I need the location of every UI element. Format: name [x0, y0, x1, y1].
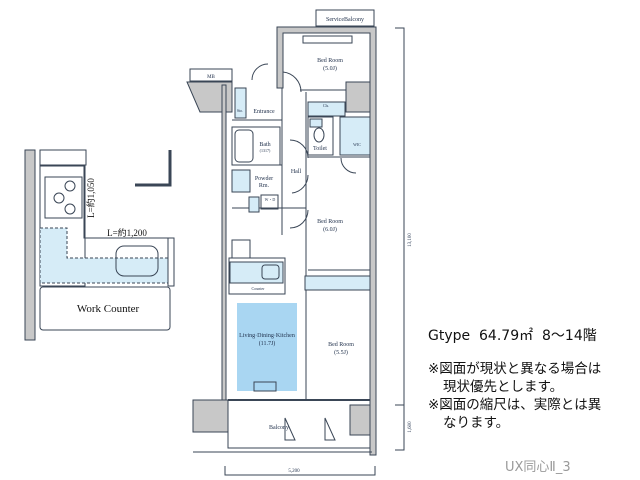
work-counter-label: Work Counter [77, 303, 140, 315]
label-wic: WIC [353, 142, 361, 147]
label-hall: Hall [291, 169, 302, 175]
dimension-lines [224, 27, 405, 476]
dimension-depth: 13,100 [408, 233, 413, 247]
service-balcony [315, 9, 375, 27]
stove-icon [231, 239, 251, 259]
label-ldk: Living·Dining·Kitchen [239, 333, 295, 339]
burner-icon [53, 192, 65, 204]
closet [307, 101, 346, 117]
label-toilet: Toilet [313, 146, 327, 152]
kitchen-detail [24, 149, 175, 341]
bath-room [231, 126, 281, 166]
label-counter: Counter [252, 286, 266, 291]
toilet-room [307, 116, 334, 156]
label-bedroom3: Bed Room [328, 342, 354, 348]
note-line: ※図面の縮尺は、実際とは異 [428, 397, 602, 413]
unit-type-area-floors: Gtype 64.79㎡ 8～14階 [428, 328, 597, 344]
counter-length-label: L=約1,200 [107, 227, 147, 238]
label-bath-size: (1317) [260, 148, 271, 153]
sink-icon [261, 264, 280, 280]
label-bedroom1: Bed Room [317, 58, 343, 64]
washer-space [260, 194, 279, 210]
sink-icon [115, 245, 159, 277]
label-ldk-size: (11.7J) [259, 340, 276, 347]
window-hatch-icon [302, 35, 353, 44]
burner-icon [64, 180, 76, 192]
label-powder-rm: Rm. [259, 183, 270, 189]
note-line: ※図面が現状と異なる場合は [428, 361, 602, 377]
mb-box [189, 68, 233, 82]
stove-length-label: L=約1,050 [85, 178, 96, 218]
note-scale: ※図面の縮尺は、実際とは異 なります。 [428, 396, 601, 432]
bathtub-icon [234, 129, 254, 163]
label-powder: Powder [255, 176, 273, 182]
detail-wall [24, 149, 36, 341]
burner-icon [64, 203, 76, 215]
dimension-balcony-depth: 1,600 [408, 421, 413, 433]
wall [221, 84, 227, 401]
label-service-balcony: ServiceBalcony [326, 17, 364, 23]
label-bedroom1-size: (5.0J) [323, 65, 337, 72]
label-cls: Cls. [323, 103, 329, 108]
sink-counter [39, 227, 171, 284]
label-sto: Sto. [237, 108, 243, 113]
plan-code: UX同心Ⅱ_3 [505, 460, 571, 475]
label-bedroom2-size: (6.0J) [323, 226, 337, 233]
floor-hatch-icon [253, 381, 277, 392]
door-swing [251, 63, 357, 229]
label-entrance: Entrance [253, 109, 275, 115]
label-balcony: Balcony [269, 425, 289, 431]
wall [345, 81, 371, 113]
toilet-icon [313, 127, 325, 143]
label-bath: Bath [259, 142, 270, 148]
upper-cabinet [39, 149, 87, 166]
wall [349, 404, 371, 436]
label-mb: MB [207, 75, 215, 80]
label-wd: W・D [265, 197, 276, 202]
kitchen-counter [229, 261, 284, 284]
stove-icon [44, 176, 83, 219]
note-line: 現状優先とします。 [443, 379, 564, 395]
wall [186, 81, 233, 113]
label-bedroom3-size: (5.5J) [334, 349, 348, 356]
walk-in-closet [339, 116, 371, 156]
ldk-floor-area [237, 303, 297, 391]
storage [234, 87, 247, 119]
work-counter-box [39, 286, 171, 331]
closet-row [304, 275, 371, 291]
aircon-unit-icon [284, 417, 336, 441]
label-bedroom2: Bed Room [317, 219, 343, 225]
note-current-condition: ※図面が現状と異なる場合は 現状優先とします。 [428, 360, 601, 396]
wall [276, 26, 377, 456]
note-line: なります。 [443, 415, 510, 431]
vanity [231, 169, 251, 193]
dimension-width: 5,200 [288, 469, 300, 474]
wall [192, 399, 229, 433]
